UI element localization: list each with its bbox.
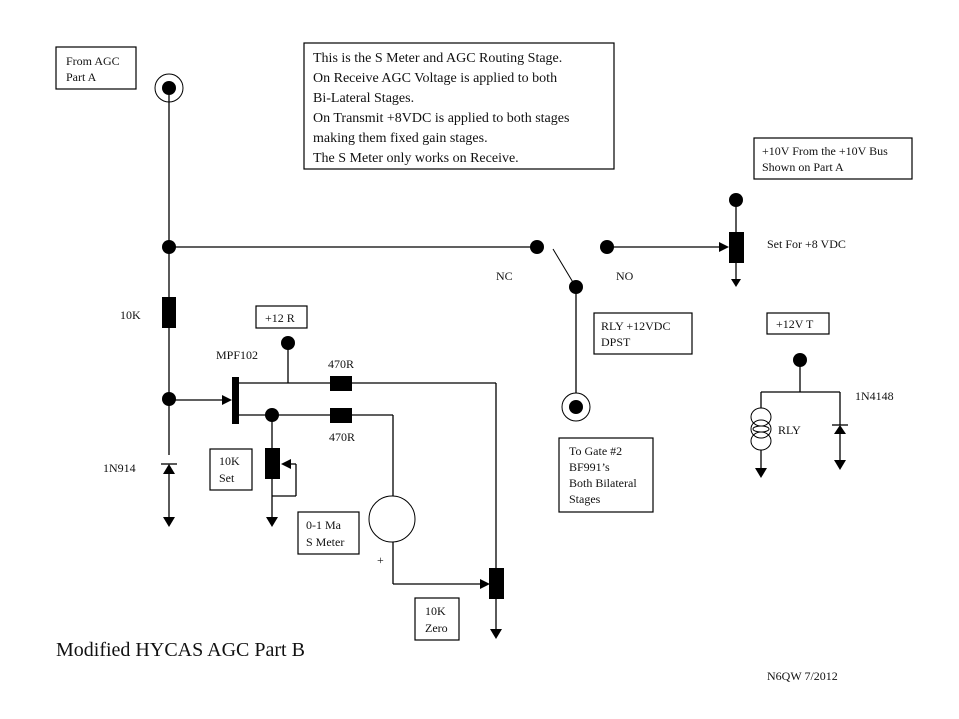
pot-10k-zero-icon: [489, 568, 504, 599]
ground-arrow-icon: [266, 517, 278, 527]
pot-set-wiper: [272, 459, 297, 497]
resistor-10k-label: 10K: [120, 308, 141, 322]
gate-box-line-1: To Gate #2: [569, 444, 622, 458]
note-line-3: Bi-Lateral Stages.: [313, 91, 414, 106]
plus10v-label-box: +10V From the +10V Bus Shown on Part A: [753, 137, 913, 180]
set-for-label: Set For +8 VDC: [767, 237, 846, 251]
junction-dot: [162, 392, 176, 406]
author-credit: N6QW 7/2012: [767, 669, 838, 683]
relay-box-line-2: DPST: [601, 335, 631, 349]
plus12r-label-box: +12 R: [255, 305, 308, 329]
relay-output-connector-icon: [561, 392, 591, 422]
s-meter-icon: [368, 495, 416, 543]
diode-1n914-label: 1N914: [103, 461, 136, 475]
relay-coil-icon: [750, 407, 772, 451]
gate-label-box: To Gate #2 BF991’s Both Bilateral Stages: [558, 437, 654, 513]
pot-zero-line-1: 10K: [425, 604, 446, 618]
from-agc-line-1: From AGC: [66, 54, 120, 68]
relay-nc-label: NC: [496, 269, 513, 283]
agc-input-connector-icon: [154, 73, 184, 103]
fet-mpf102-label: MPF102: [216, 348, 258, 362]
from-agc-line-2: Part A: [66, 70, 97, 84]
pot-set-label-box: 10K Set: [209, 448, 253, 491]
relay-nc-contact: [530, 240, 544, 254]
plus8-pot-wiper-arrow-icon: [719, 242, 729, 252]
note-line-6: The S Meter only works on Receive.: [313, 151, 519, 166]
relay-coil-label: RLY: [778, 423, 801, 437]
resistor-470r-bottom-icon: [330, 408, 352, 423]
fet-mpf102-icon: [232, 377, 239, 424]
resistor-10k-icon: [162, 297, 176, 328]
gate-box-line-4: Stages: [569, 492, 601, 506]
note-line-5: making them fixed gain stages.: [313, 131, 488, 146]
diagram-title: Modified HYCAS AGC Part B: [56, 639, 305, 661]
ground-arrow-icon: [163, 517, 175, 527]
plus10v-line-2: Shown on Part A: [762, 160, 844, 174]
from-agc-label-box: From AGC Part A: [55, 46, 137, 90]
s-meter-plus-sign: +: [377, 553, 384, 567]
meter-line-1: 0-1 Ma: [306, 518, 342, 532]
pot-set-line-1: 10K: [219, 454, 240, 468]
relay-switch-arm: [552, 248, 575, 285]
gate-box-line-3: Both Bilateral: [569, 476, 637, 490]
relay-label-box: RLY +12VDC DPST: [593, 312, 693, 355]
diode-1n4148-icon: [832, 424, 848, 470]
relay-no-label: NO: [616, 269, 634, 283]
zero-pot-wiper-arrow-icon: [480, 579, 490, 589]
diode-1n4148-label: 1N4148: [855, 389, 894, 403]
meter-line-2: S Meter: [306, 535, 344, 549]
description-note-box: This is the S Meter and AGC Routing Stag…: [303, 42, 615, 170]
diode-1n914-icon: [161, 463, 177, 527]
note-line-1: This is the S Meter and AGC Routing Stag…: [313, 51, 562, 66]
note-line-2: On Receive AGC Voltage is applied to bot…: [313, 71, 557, 86]
ground-arrow-icon: [755, 468, 767, 478]
resistor-470r-bottom-label: 470R: [329, 430, 355, 444]
plus12r-label: +12 R: [265, 311, 295, 325]
resistor-470r-top-label: 470R: [328, 357, 354, 371]
pot-plus8v-icon: [729, 232, 744, 263]
note-line-4: On Transmit +8VDC is applied to both sta…: [313, 111, 569, 126]
pot-10k-set-icon: [265, 448, 280, 479]
meter-label-box: 0-1 Ma S Meter: [297, 511, 360, 555]
ground-arrow-icon: [490, 629, 502, 639]
plus12vt-label-box: +12V T: [766, 312, 830, 335]
plus12vt-label: +12V T: [776, 317, 814, 331]
pot-zero-line-2: Zero: [425, 621, 448, 635]
relay-box-line-1: RLY +12VDC: [601, 319, 670, 333]
pot-set-line-2: Set: [219, 471, 235, 485]
ground-arrow-icon: [731, 279, 741, 287]
gate-box-line-2: BF991’s: [569, 460, 610, 474]
pot-zero-label-box: 10K Zero: [414, 597, 460, 641]
resistor-470r-top-icon: [330, 376, 352, 391]
gate-arrow-icon: [222, 395, 232, 405]
plus10v-line-1: +10V From the +10V Bus: [762, 144, 888, 158]
